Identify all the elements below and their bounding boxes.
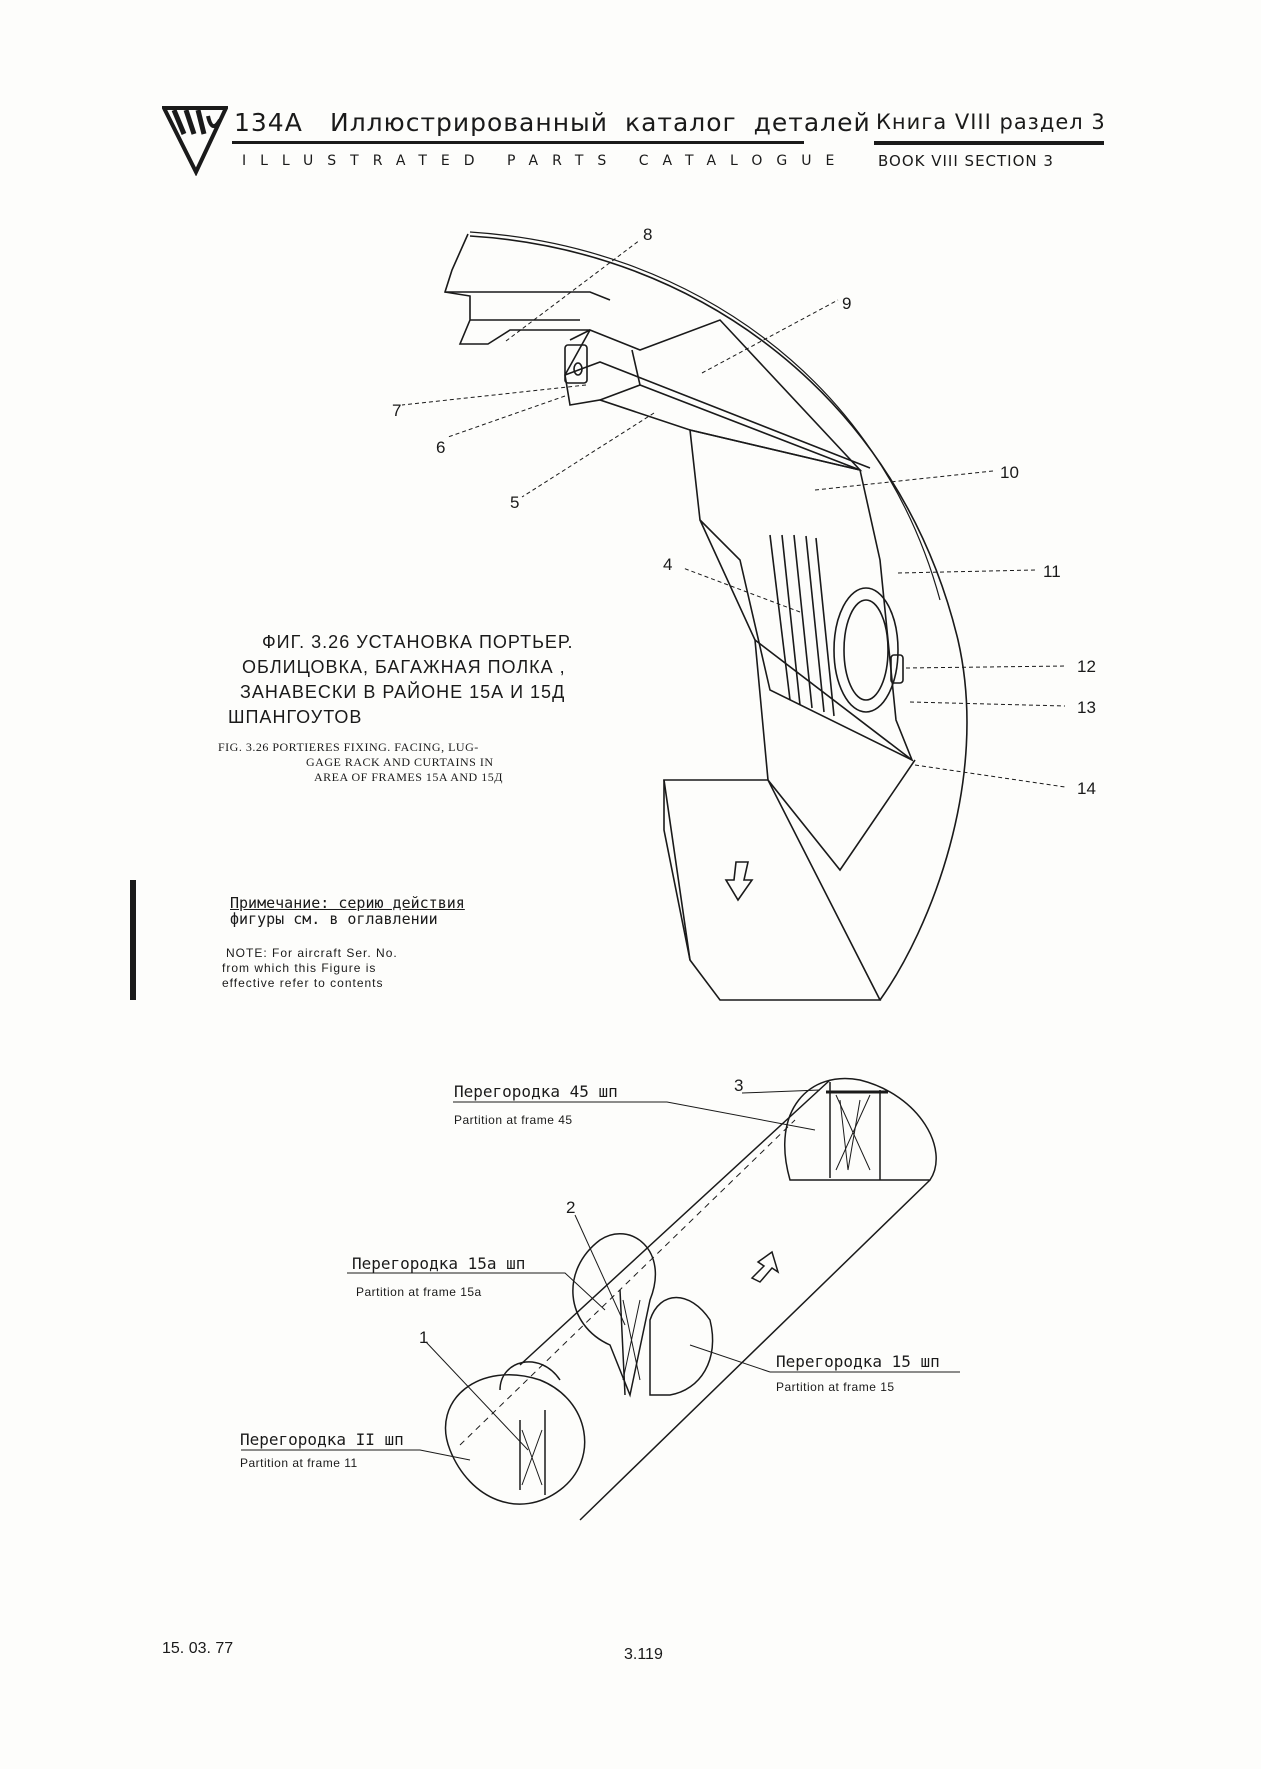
partition-15-label-ru: Перегородка 15 шп: [776, 1352, 940, 1371]
direction-arrow: [750, 1250, 780, 1283]
callout-13: 13: [1077, 698, 1096, 717]
figure-caption-ru-4: ШПАНГОУТОВ: [228, 707, 363, 727]
partition-45-label-ru: Перегородка 45 шп: [454, 1082, 618, 1101]
floor-arrow: [724, 861, 754, 902]
figure-caption-en-2: GAGE RACK AND CURTAINS IN: [306, 755, 494, 769]
callout-1: 1: [419, 1328, 429, 1347]
note-en-line-2: from which this Figure is: [222, 961, 377, 975]
callout-9: 9: [842, 294, 852, 313]
curtain-folds: [769, 534, 835, 717]
figure-caption-ru-3: ЗАНАВЕСКИ В РАЙОНЕ 15А И 15Д: [240, 682, 566, 702]
figure-caption-ru-2: ОБЛИЦОВКА, БАГАЖНАЯ ПОЛКА ,: [242, 657, 566, 677]
note-ru-line-2: фигуры см. в оглавлении: [230, 910, 438, 928]
partition-15a-label-en: Partition at frame 15a: [356, 1285, 482, 1299]
frame-stub: [443, 233, 591, 345]
callout-2: 2: [566, 1198, 576, 1217]
note-ru-line-1: Примечание: серию действия: [230, 894, 465, 912]
callout-11: 11: [1043, 562, 1061, 581]
rack-bracket: [564, 344, 588, 384]
page-number: 3.119: [624, 1646, 663, 1663]
partition-15a-label-ru: Перегородка 15а шп: [352, 1254, 526, 1273]
callout-8: 8: [643, 225, 653, 244]
callout-10: 10: [1000, 463, 1019, 482]
callout-3: 3: [734, 1076, 744, 1095]
figure-caption-en-3: AREA OF FRAMES 15A AND 15Д: [314, 770, 503, 784]
partition-15-label-en: Partition at frame 15: [776, 1380, 895, 1394]
logo-emblem: [162, 106, 228, 176]
figure-caption-ru-1: ФИГ. 3.26 УСТАНОВКА ПОРТЬЕР.: [262, 632, 574, 652]
partition-45-label-en: Partition at frame 45: [454, 1113, 573, 1127]
floor-panel: [663, 779, 882, 1001]
partition-11-label-en: Partition at frame 11: [240, 1456, 358, 1470]
issue-date: 15. 03. 77: [162, 1640, 234, 1657]
cabin-tube-top: [519, 1079, 831, 1366]
note-en-line-3: effective refer to contents: [222, 976, 384, 990]
header-title-en: ILLUSTRATED PARTS CATALOGUE: [242, 153, 849, 169]
book-section-ru: Книга VIII раздел 3: [876, 110, 1106, 134]
fuselage-outer-arc: [469, 235, 968, 1001]
figure-caption-en-1: FIG. 3.26 PORTIERES FIXING. FACING, LUG-: [218, 740, 479, 754]
callout-14: 14: [1077, 779, 1096, 798]
callout-6: 6: [436, 438, 446, 457]
partition-11-label-ru: Перегородка II шп: [240, 1430, 404, 1449]
note-en-line-1: NOTE: For aircraft Ser. No.: [226, 946, 398, 960]
revision-bar: [130, 880, 136, 1000]
cabin-tube-bottom: [579, 1179, 931, 1521]
cabin-window: [833, 587, 899, 713]
window-latch: [890, 654, 904, 684]
model-number: 134А: [234, 108, 303, 137]
callout-7: 7: [392, 401, 402, 420]
partition-15a: [572, 1233, 657, 1398]
header-rule-left: [232, 141, 804, 144]
partition-45: [784, 1077, 937, 1181]
header-rule-right: [874, 141, 1104, 145]
callout-4: 4: [663, 555, 673, 574]
callout-12: 12: [1077, 657, 1096, 676]
header-title-ru: Иллюстрированный каталог деталей: [330, 108, 871, 137]
book-section-en: BOOK VIII SECTION 3: [878, 152, 1054, 170]
partition-15: [649, 1296, 714, 1396]
callout-5: 5: [510, 493, 520, 512]
partition-11: [444, 1374, 586, 1505]
